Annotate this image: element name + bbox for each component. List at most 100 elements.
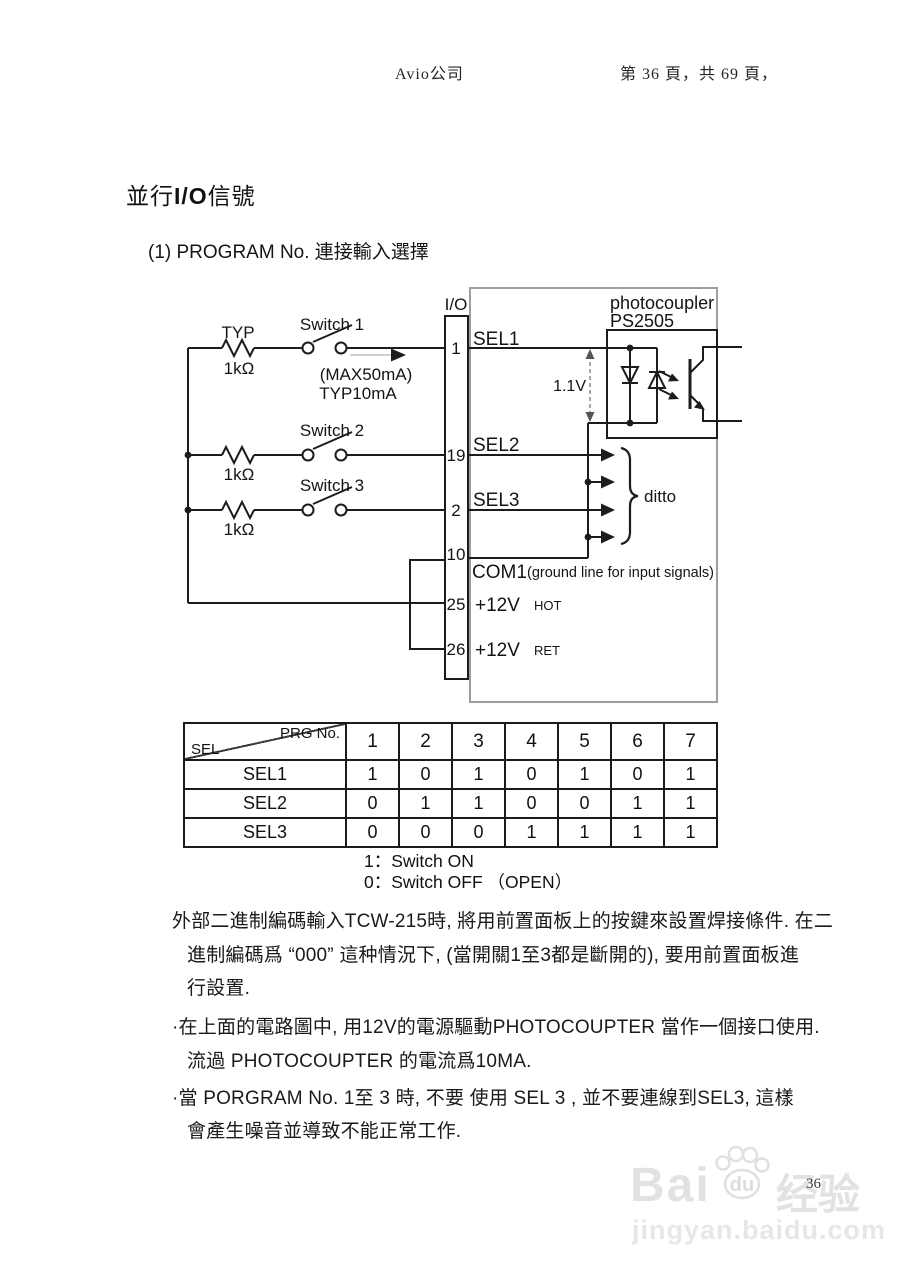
cell: 1 [557, 817, 612, 848]
cell: 0 [557, 788, 612, 819]
cell: 1 [663, 817, 718, 848]
cell: 1 [451, 759, 506, 790]
pin-19: 19 [447, 446, 466, 465]
typ-current-label: TYP10mA [319, 384, 397, 403]
cell: 0 [345, 788, 400, 819]
cell: 1 [504, 817, 559, 848]
cell: 1 [610, 817, 665, 848]
section-title: 並行I/O信號 [126, 177, 256, 211]
col-header: 7 [663, 722, 718, 761]
sel2-label: SEL2 [473, 435, 519, 456]
cell: 0 [504, 759, 559, 790]
col-header: 4 [504, 722, 559, 761]
cell: 1 [663, 788, 718, 819]
com1-note: (ground line for input signals) [527, 565, 714, 581]
col-header: 1 [345, 722, 400, 761]
body-line: 外部二進制編碼輸入TCW-215時, 將用前置面板上的按鍵來設置焊接條件. 在二 [172, 911, 834, 932]
cell: 1 [610, 788, 665, 819]
io-label: I/O [445, 295, 468, 314]
corner-sel-label: SEL [191, 741, 220, 758]
v12-ret-label: +12V [475, 640, 520, 661]
cell: 1 [345, 759, 400, 790]
signal-arrows [601, 448, 615, 544]
table-legend: 1：Switch ON 0：Switch OFF （OPEN） [364, 851, 572, 892]
cell: 0 [504, 788, 559, 819]
body-line: 會產生噪音並導致不能正常工作. [187, 1121, 462, 1142]
io-connector-strip [444, 315, 469, 680]
table-row: SEL1 1 0 1 0 1 0 1 [183, 759, 718, 790]
program-selection-table: PRG No. SEL 1 2 3 4 5 6 7 SEL1 1 0 1 0 1… [183, 722, 718, 848]
light-arrow [658, 370, 672, 378]
current-direction-arrow [350, 348, 406, 362]
hot-label: HOT [534, 598, 562, 613]
col-header: 6 [610, 722, 665, 761]
legend-on: 1：Switch ON [364, 851, 474, 871]
switch3-label: Switch 3 [300, 476, 364, 495]
resistor-symbol [221, 337, 255, 359]
sel1-label: SEL1 [473, 329, 519, 350]
resistor3-value: 1kΩ [224, 520, 255, 539]
table-header-row: PRG No. SEL 1 2 3 4 5 6 7 [183, 722, 718, 761]
cell: 1 [557, 759, 612, 790]
interface-outer-box [469, 287, 718, 703]
diode-up [647, 369, 667, 389]
header-page-info: 第 36 頁，共 69 頁， [620, 66, 779, 83]
cell: 0 [345, 817, 400, 848]
title-post: 信號 [207, 183, 256, 209]
col-header: 5 [557, 722, 612, 761]
corner-prg-label: PRG No. [279, 725, 340, 742]
max-current-label: (MAX50mA) [320, 365, 413, 384]
title-io: I/O [174, 183, 208, 209]
cell: 1 [663, 759, 718, 790]
typ-label: TYP [221, 323, 254, 342]
com1-ret-loop [409, 559, 445, 650]
corner-cell: PRG No. SEL [183, 722, 347, 761]
body-line: 行設置. [187, 978, 251, 999]
body-line: 進制編碼爲 “000” 這种情況下, (當開關1至3都是斷開的), 要用前置面板… [187, 945, 800, 966]
ditto-brace [620, 446, 639, 546]
cell: 0 [610, 759, 665, 790]
ditto-label: ditto [644, 487, 676, 506]
pin-2: 2 [451, 501, 460, 520]
light-arrow [658, 388, 672, 396]
cell: 0 [398, 759, 453, 790]
com1-label: COM1 [472, 562, 527, 583]
photocoupler-symbol [606, 329, 742, 439]
page-number: 36 [806, 1176, 821, 1192]
resistor-symbol [221, 444, 255, 466]
pin-10: 10 [447, 545, 466, 564]
cell: 0 [398, 817, 453, 848]
resistor1-value: 1kΩ [224, 359, 255, 378]
diode-down [620, 366, 640, 386]
cell: 1 [398, 788, 453, 819]
body-line: ·在上面的電路圖中, 用12V的電源驅動PHOTOCOUPTER 當作一個接口使… [172, 1017, 820, 1038]
pin-1: 1 [451, 339, 460, 358]
photocoupler-part-number: PS2505 [610, 311, 674, 331]
wires [187, 337, 658, 650]
col-header: 2 [398, 722, 453, 761]
switch-levers [312, 324, 353, 505]
section-subtitle: (1) PROGRAM No. 連接輸入選擇 [148, 242, 429, 263]
v12-hot-label: +12V [475, 595, 520, 616]
photocoupler-box [606, 329, 718, 439]
legend-off: 0：Switch OFF （OPEN） [364, 871, 573, 892]
voltage-measure [585, 349, 595, 422]
sel3-label: SEL3 [473, 490, 519, 511]
title-pre: 並行 [126, 183, 174, 209]
switch-contacts [301, 341, 348, 517]
resistor2-value: 1kΩ [224, 465, 255, 484]
row-label: SEL1 [183, 759, 347, 790]
body-line: 流過 PHOTOCOUPTER 的電流爲10MA. [187, 1051, 532, 1072]
photocoupler-label: photocoupler [610, 293, 714, 313]
transistor-collector [689, 346, 742, 374]
row-label: SEL2 [183, 788, 347, 819]
cell: 0 [451, 817, 506, 848]
junction-dots [184, 344, 634, 541]
ret-label: RET [534, 643, 560, 658]
switch1-label: Switch 1 [300, 315, 364, 334]
table-row: SEL2 0 1 1 0 0 1 1 [183, 788, 718, 819]
col-header: 3 [451, 722, 506, 761]
pin-25: 25 [447, 595, 466, 614]
pin-26: 26 [447, 640, 466, 659]
